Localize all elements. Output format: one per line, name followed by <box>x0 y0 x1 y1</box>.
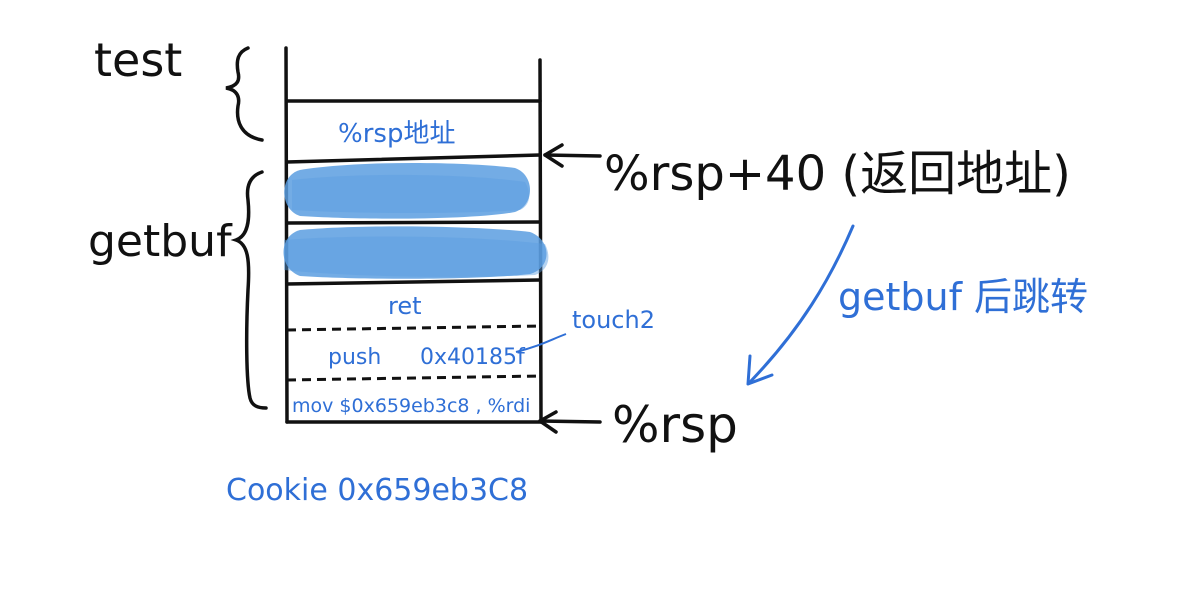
mov-instruction-label: mov $0x659eb3c8 , %rdi <box>292 395 530 417</box>
arrows <box>538 143 602 434</box>
cookie-label: Cookie 0x659eb3C8 <box>226 473 528 508</box>
stack-left-wall <box>284 46 289 424</box>
rsp-label: %rsp <box>612 396 738 454</box>
highlight-cell-1b <box>292 174 530 213</box>
stack-row-line-4 <box>285 278 542 286</box>
highlight-cell-2 <box>283 226 547 279</box>
arrow-rsp <box>538 419 602 424</box>
highlighted-cells <box>283 163 549 279</box>
touch2-leader-line <box>515 333 567 353</box>
braces <box>225 46 268 410</box>
jump-arrow-head <box>746 354 774 386</box>
push-address-label: 0x40185f <box>420 345 526 370</box>
arrow-rsp-plus-40 <box>543 153 602 158</box>
test-brace <box>225 46 264 142</box>
test-label: test <box>94 33 182 87</box>
rsp-plus-40-label: %rsp+40 (返回地址) <box>604 146 1071 202</box>
rsp-address-cell-label: %rsp地址 <box>338 119 455 149</box>
highlight-cell-2b <box>284 236 549 277</box>
stack-row-line-2 <box>285 153 542 164</box>
getbuf-jump-note: getbuf 后跳转 <box>838 275 1088 319</box>
arrow-rsp-head <box>538 410 558 434</box>
stack-row-line-3 <box>285 220 542 225</box>
stack-frame <box>284 46 543 424</box>
ret-cell-label: ret <box>388 292 422 320</box>
jump-arrow <box>746 224 855 386</box>
push-instruction-label: push <box>328 345 381 370</box>
getbuf-brace <box>230 170 268 410</box>
touch2-label: touch2 <box>572 306 655 334</box>
jump-arrow-shaft <box>748 224 855 384</box>
highlight-cell-1 <box>284 163 530 219</box>
getbuf-label: getbuf <box>88 216 233 267</box>
dashed-line-2 <box>286 374 541 382</box>
dashed-line-1 <box>286 324 541 332</box>
arrow-rsp-plus-40-head <box>543 143 564 168</box>
dashed-separators <box>286 324 541 382</box>
